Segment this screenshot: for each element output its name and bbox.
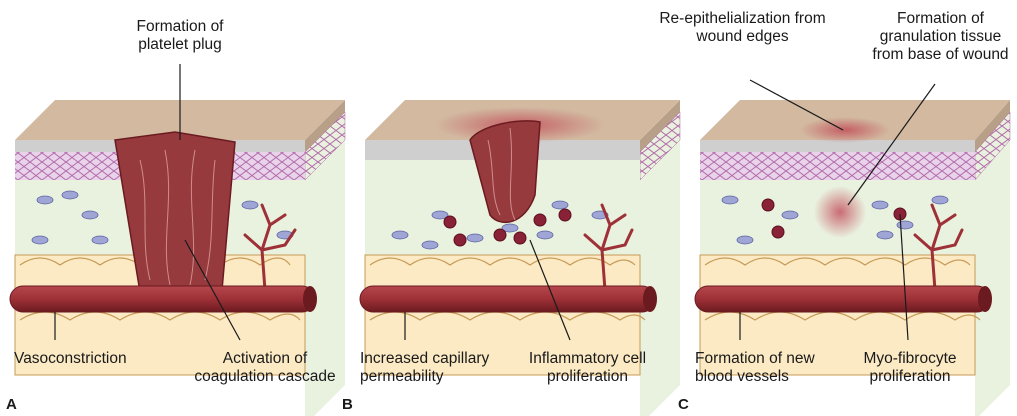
panel-c-blood-vessel — [695, 286, 992, 312]
panel-b-blood-vessel — [360, 286, 657, 312]
panel-letter-c: C — [678, 396, 689, 413]
panel-a-blood-vessel — [10, 286, 317, 312]
panel-letter-b: B — [342, 396, 353, 413]
panel-letter-a: A — [6, 396, 17, 413]
label-vasoconstriction: Vasoconstriction — [14, 350, 127, 368]
